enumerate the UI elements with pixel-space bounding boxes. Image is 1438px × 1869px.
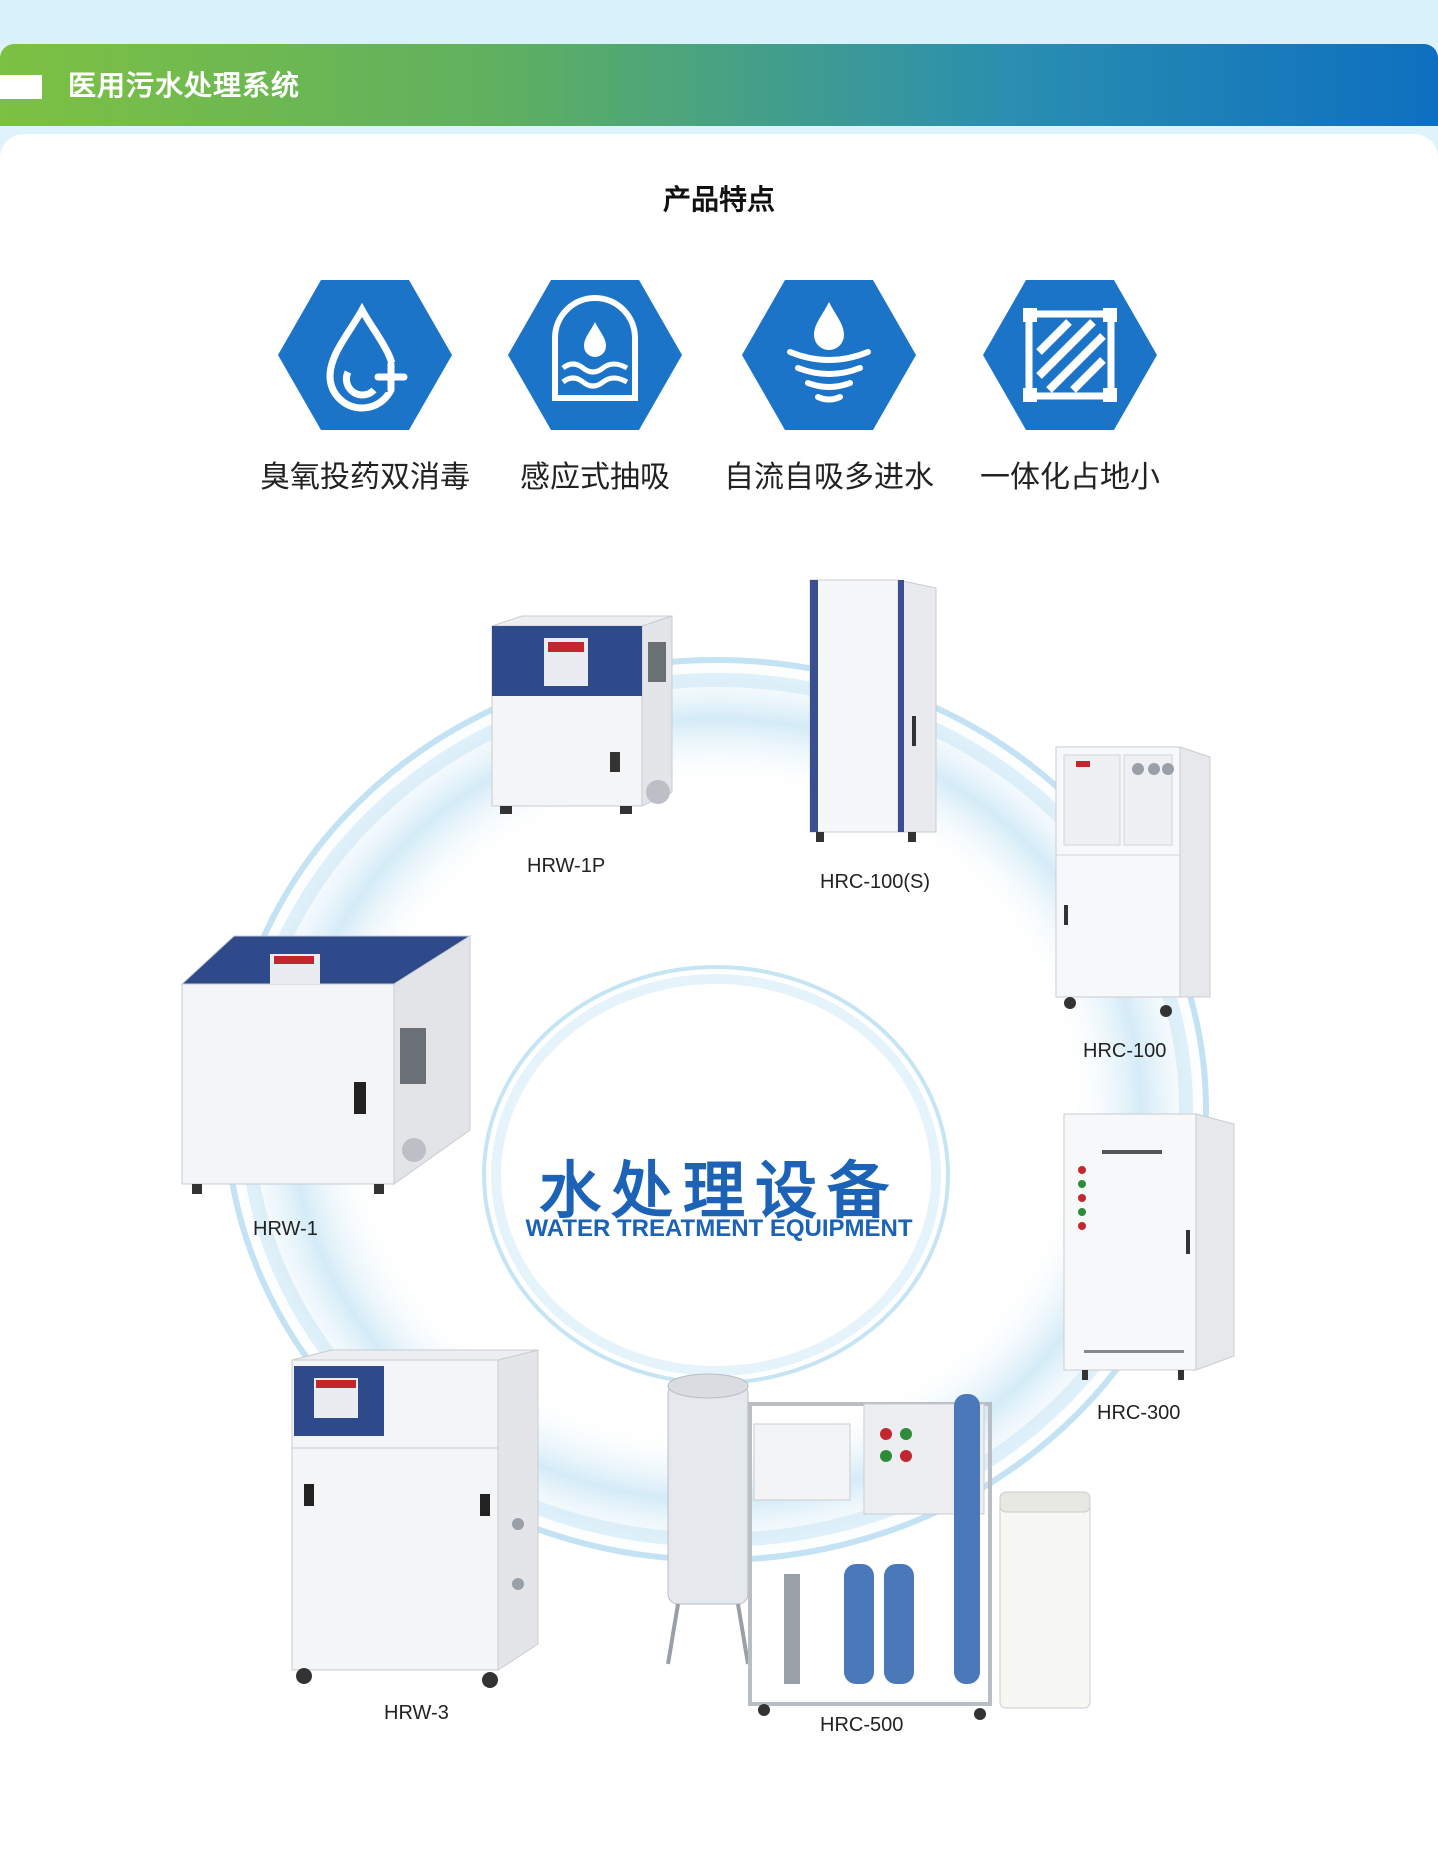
product-hrc-500-image (666, 1373, 1091, 1720)
product-label: HRC-500 (820, 1714, 904, 1736)
feature-item: 感应式抽吸 (475, 280, 715, 496)
feature-label: 臭氧投药双消毒 (260, 460, 470, 495)
center-title-en: WATER TREATMENT EQUIPMENT (525, 1215, 913, 1242)
product-hrw-3-image (291, 1349, 539, 1688)
product-label: HRW-3 (384, 1702, 449, 1724)
water-tank-icon (508, 280, 682, 430)
feature-label: 自流自吸多进水 (724, 460, 934, 495)
product-hrw-1-image (180, 935, 472, 1194)
product-hrw-1p-image (491, 615, 673, 814)
product-hrc-100 (1054, 745, 1214, 1025)
product-label: HRW-1P (527, 855, 606, 877)
drop-ripple-icon (742, 280, 916, 430)
product-hrw-1 (178, 932, 478, 1206)
center-title-cn: 水处理设备 (538, 1154, 899, 1227)
product-hrc-300-image (1063, 1113, 1235, 1380)
product-hrc-100s (808, 576, 938, 856)
banner-tab-marker (0, 75, 42, 99)
product-hrc-300 (1062, 1110, 1238, 1390)
feature-item: 臭氧投药双消毒 (245, 280, 485, 496)
feature-label: 一体化占地小 (980, 460, 1160, 495)
header-banner: 医用污水处理系统 (0, 44, 1438, 126)
feature-item: 一体化占地小 (950, 280, 1190, 496)
header-title: 医用污水处理系统 (68, 69, 301, 102)
product-label: HRC-100(S) (820, 871, 931, 893)
top-strip (0, 0, 1438, 44)
product-label: HRC-100 (1083, 1040, 1167, 1062)
product-hrc-500 (664, 1364, 1134, 1748)
product-label: HRC-300 (1097, 1402, 1181, 1424)
integrated-frame-icon (983, 280, 1157, 430)
water-drop-plus-icon (278, 280, 452, 430)
product-hrc-100-image (1055, 746, 1211, 1017)
product-hrw-3 (290, 1344, 550, 1692)
feature-label: 感应式抽吸 (520, 460, 670, 495)
feature-item: 自流自吸多进水 (709, 280, 949, 496)
product-hrw-1p (490, 612, 680, 836)
section-title: 产品特点 (662, 183, 775, 216)
product-label: HRW-1 (253, 1218, 318, 1240)
product-hrc-100s-image (809, 579, 937, 842)
